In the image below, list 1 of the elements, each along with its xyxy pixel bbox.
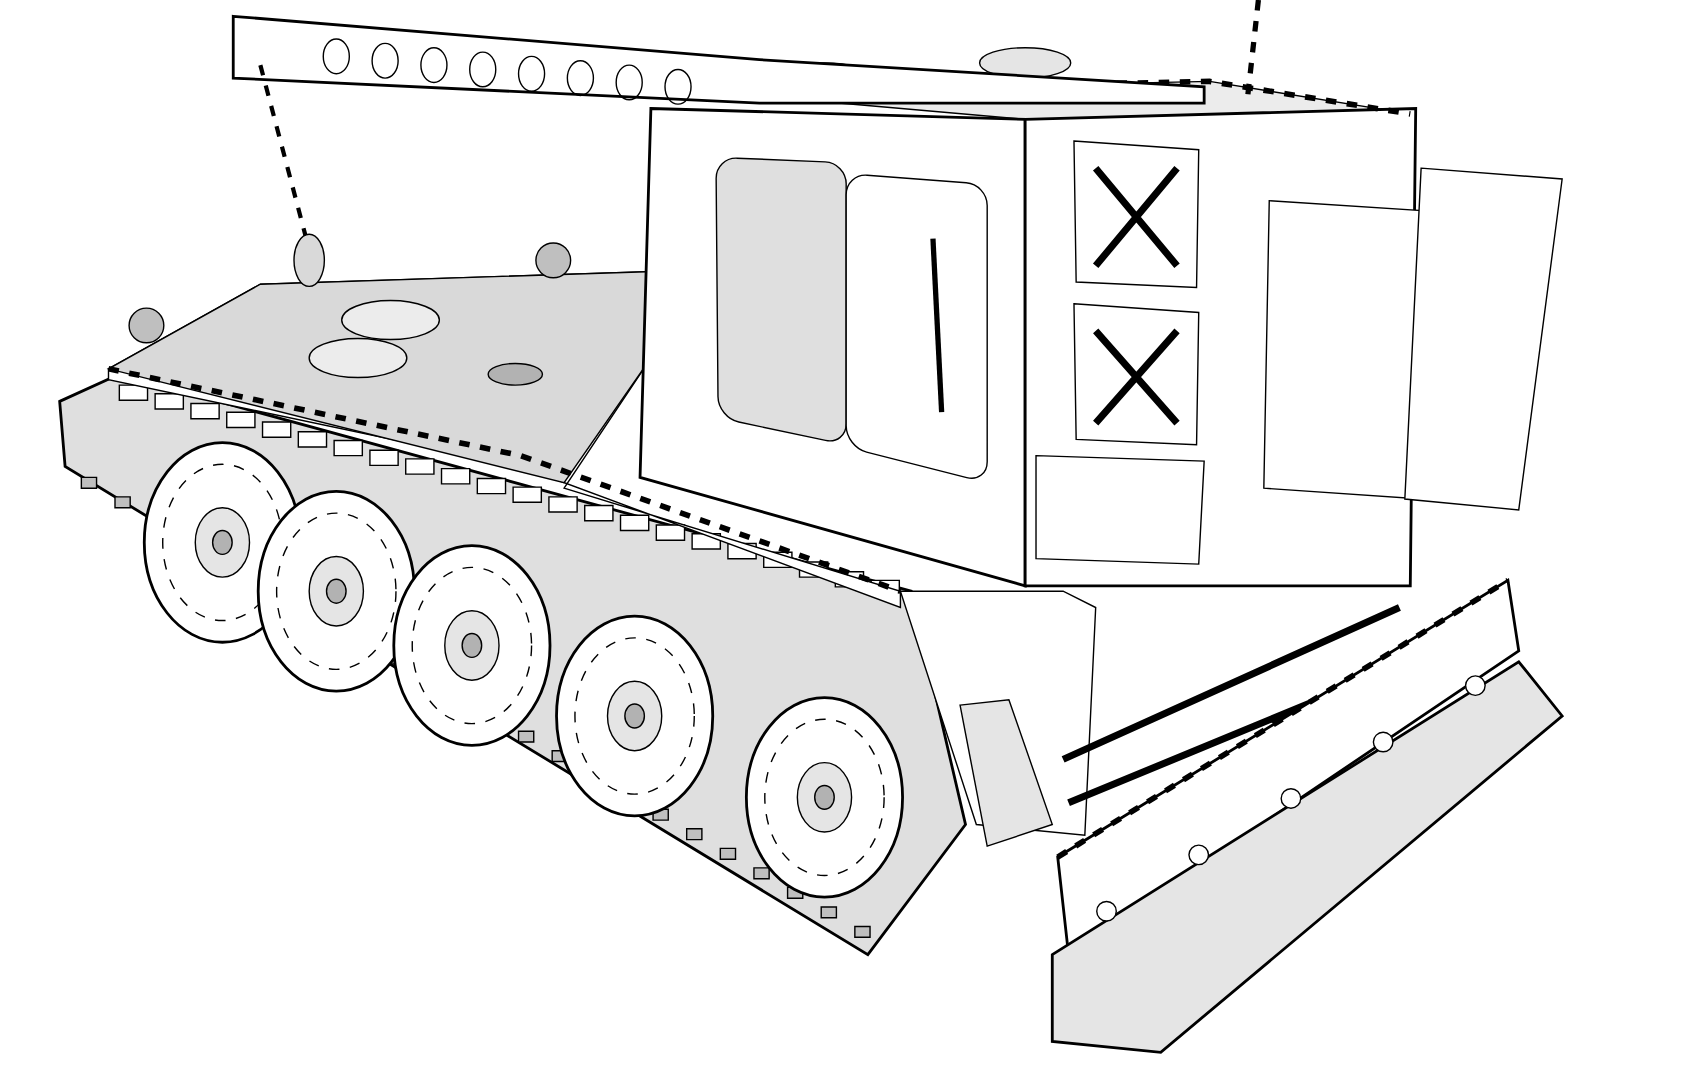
tracked-vehicle-drawing (58, 0, 1565, 1054)
